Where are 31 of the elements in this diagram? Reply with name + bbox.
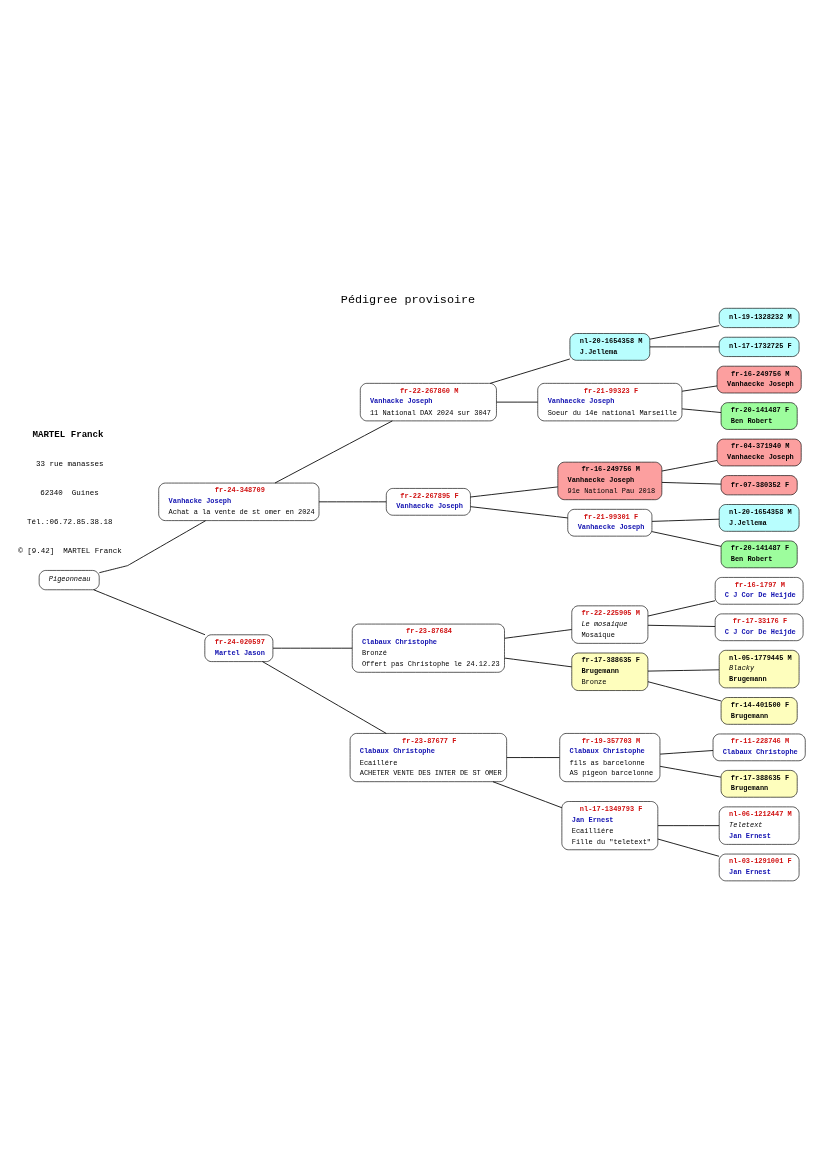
connector [262,661,387,734]
connector [651,531,722,547]
connector [647,600,716,617]
connector [489,358,571,384]
connector [647,624,716,627]
connector [93,589,206,636]
connector [492,781,563,809]
label: MARTEL Franck [32,429,104,441]
connector [496,401,539,403]
connector [504,657,573,668]
connector [657,825,720,827]
connector [647,681,722,702]
connector [274,420,393,484]
connector [504,629,573,639]
connector [470,506,569,519]
connector [272,647,353,649]
connector [681,385,718,392]
connector [657,838,720,857]
diagram-title: Pédigree provisoire [340,292,476,307]
connector [659,765,722,778]
connector [649,325,720,340]
connector [470,486,559,498]
connector [659,750,714,755]
connector [506,757,560,758]
connector [681,408,722,413]
connector [318,501,387,503]
connector [647,669,720,672]
connector [661,460,718,472]
connector [651,518,720,522]
connector [661,482,722,485]
connector [98,520,207,574]
